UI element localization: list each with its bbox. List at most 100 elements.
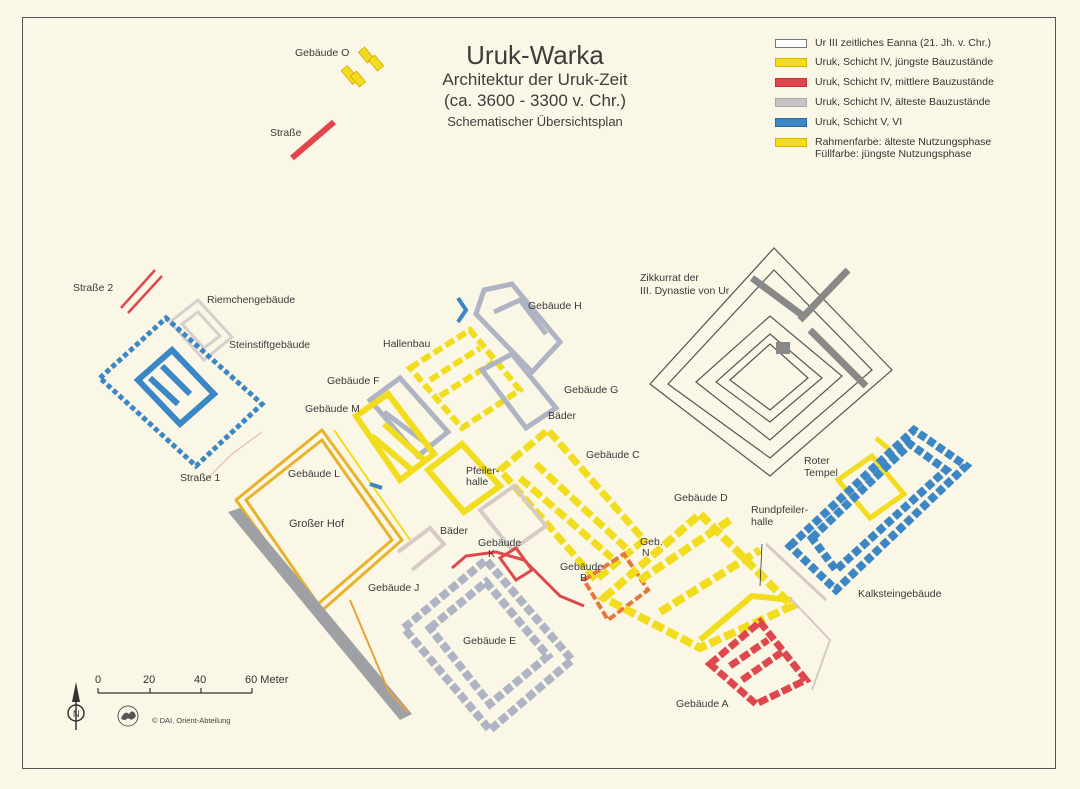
scale-tick-60: 60 Meter (245, 674, 289, 686)
legend-item-iv-old: Uruk, Schicht IV, älteste Bauzustände (775, 96, 990, 108)
label-gebaeude-b: Gebäude B (560, 562, 603, 584)
label-gebaeude-k-2: K (488, 548, 496, 560)
hallenbau-plan (405, 326, 525, 432)
legend-swatch (775, 118, 807, 127)
steinstift-inner-plan (133, 345, 219, 429)
building-o-plan (340, 46, 385, 88)
label-strasse: Straße (270, 127, 302, 139)
red-temple-plan (834, 436, 908, 522)
legend-swatch (775, 58, 807, 67)
building-k-plan (451, 545, 585, 608)
label-rundpfeilerhalle-1: Rundpfeiler- (751, 504, 809, 516)
label-gebaeude-j: Gebäude J (368, 582, 420, 594)
label-geb-n: Geb. N (640, 537, 663, 559)
label-gebaeude-m: Gebäude M (305, 403, 360, 415)
dai-logo-icon (117, 705, 139, 727)
building-e-plan (398, 554, 578, 736)
building-d-plan (596, 508, 799, 653)
label-gebaeude-b-2: B (580, 572, 588, 584)
legend-label: Ur III zeitliches Eanna (21. Jh. v. Chr.… (815, 37, 992, 49)
label-gebaeude-d: Gebäude D (674, 492, 728, 504)
building-a-plan (704, 617, 812, 709)
street-2-plan (120, 269, 163, 314)
label-pfeilerhalle: Pfeiler- halle (466, 466, 499, 488)
label-baeder-2: Bäder (440, 525, 469, 537)
building-j-plan (396, 525, 447, 572)
legend-label: Rahmenfarbe: älteste Nutzungsphase (815, 136, 992, 148)
map-subtitle: Architektur der Uruk-Zeit (442, 70, 628, 89)
building-h-plan (473, 281, 564, 376)
label-kalksteingebaeude: Kalksteingebäude (858, 588, 942, 600)
legend-item-iv-middle: Uruk, Schicht IV, mittlere Bauzustände (775, 76, 994, 88)
label-gebaeude-c: Gebäude C (586, 449, 640, 461)
legend-item-frame-fill: Rahmenfarbe: älteste Nutzungsphase Füllf… (775, 136, 991, 160)
rundpfeilerhalle-plan (698, 592, 793, 643)
grey-wall-plan (228, 508, 412, 720)
label-rundpfeilerhalle: Rundpfeiler- halle (751, 504, 808, 528)
scale-tick-0: 0 (95, 674, 102, 686)
legend-label: Uruk, Schicht V, VI (815, 116, 903, 128)
legend-label: Uruk, Schicht IV, jüngste Bauzustände (815, 56, 994, 68)
label-strasse-2: Straße 2 (73, 282, 114, 294)
copyright: © DAI, Orient-Abteilung (152, 716, 231, 725)
kalkstein-building-plan (784, 424, 973, 596)
pointer-line (759, 543, 763, 587)
label-roter-tempel-1: Roter (804, 455, 830, 467)
building-b-plan (581, 551, 651, 623)
label-gebaeude-l: Gebäude L (288, 468, 340, 480)
label-zikkurrat: Zikkurrat der III. Dynastie von Ur (640, 272, 729, 298)
label-gebaeude-b-1: Gebäude (560, 561, 604, 573)
blue-fragment-plan (456, 296, 469, 324)
label-gebaeude-f: Gebäude F (327, 375, 380, 387)
label-gebaeude-e: Gebäude E (463, 635, 517, 647)
label-gebaeude-k: Gebäude K (478, 538, 521, 560)
legend-item-ur3: Ur III zeitliches Eanna (21. Jh. v. Chr.… (775, 37, 991, 49)
label-pfeilerhalle-2: halle (466, 476, 489, 488)
label-baeder-1: Bäder (548, 410, 577, 422)
map-date-range: (ca. 3600 - 3300 v. Chr.) (443, 91, 627, 110)
legend-label: Uruk, Schicht IV, mittlere Bauzustände (815, 76, 994, 88)
title-block: Uruk-Warka Architektur der Uruk-Zeit (ca… (400, 40, 670, 132)
label-zikkurrat-2: III. Dynastie von Ur (640, 285, 730, 297)
pink-line-plan (203, 431, 263, 483)
map-frame (22, 17, 1056, 769)
label-roter-tempel-2: Tempel (804, 467, 838, 479)
label-hallenbau: Hallenbau (383, 338, 431, 350)
legend-swatch (775, 39, 807, 48)
kalkstein-outline-plan (764, 542, 828, 602)
orange-line-plan (349, 599, 409, 713)
label-steinstiftgebaeude: Steinstiftgebäude (229, 339, 311, 351)
legend-label-secondary: Füllfarbe: jüngste Nutzungsphase (815, 148, 972, 160)
label-gebaeude-o: Gebäude O (295, 47, 350, 59)
label-gebaeude-h: Gebäude H (528, 300, 582, 312)
scale-tick-20: 20 (143, 674, 156, 686)
label-gebaeude-k-1: Gebäude (478, 537, 522, 549)
building-g-plan (478, 350, 560, 432)
steinstift-building-plan (96, 314, 266, 470)
ziggurat-block (776, 342, 790, 354)
legend-swatch (775, 78, 807, 87)
ziggurat-plan (649, 247, 893, 477)
baeder-plan (477, 483, 549, 553)
map-title: Uruk-Warka (466, 40, 604, 70)
label-pfeilerhalle-1: Pfeiler- (466, 465, 500, 477)
north-arrow-icon: N (67, 682, 85, 730)
legend-item-v-vi: Uruk, Schicht V, VI (775, 116, 902, 128)
label-roter-tempel: Roter Tempel (804, 455, 838, 479)
street-plan (290, 119, 336, 161)
building-m-plan (351, 389, 439, 485)
label-grosser-hof: Großer Hof (289, 518, 345, 530)
pfeilerhalle-plan (423, 439, 505, 517)
label-gebaeude-g: Gebäude G (564, 384, 619, 396)
label-zikkurrat-1: Zikkurrat der (640, 272, 699, 284)
label-strasse-1: Straße 1 (180, 472, 221, 484)
svg-text:N: N (73, 709, 80, 719)
ziggurat-stairs-plan (749, 267, 869, 389)
scale-bar (97, 688, 253, 694)
label-riemchengebaeude: Riemchengebäude (207, 294, 296, 306)
legend-swatch (775, 138, 807, 147)
legend-label-group: Rahmenfarbe: älteste Nutzungsphase Füllf… (815, 136, 991, 160)
outline-a-plan (789, 597, 832, 691)
building-c-plan (495, 425, 649, 585)
